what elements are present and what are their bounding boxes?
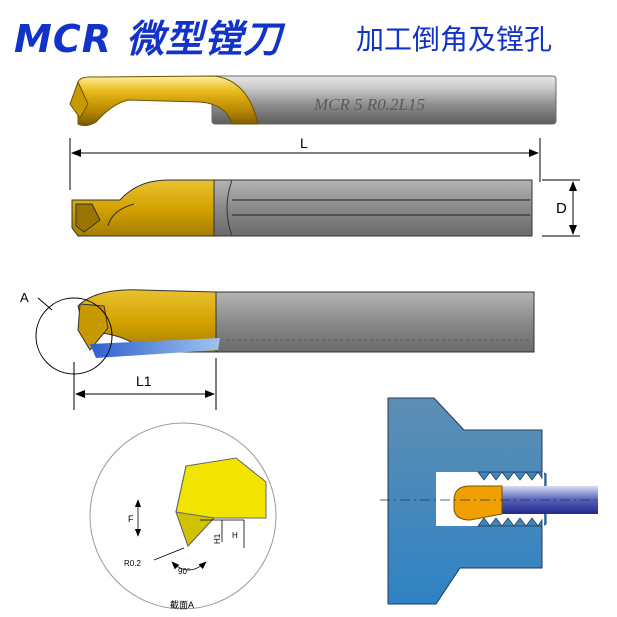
detail-view-outline — [89, 422, 277, 610]
working-view-carbide-head — [77, 289, 217, 353]
h1-label: H1 — [213, 533, 222, 544]
l1-label: L1 — [136, 373, 152, 389]
boring-insert — [453, 485, 503, 521]
detail-marker-label: A — [20, 290, 29, 305]
title-main: MCR 微型镗刀 — [14, 17, 283, 61]
workpiece-section — [380, 397, 600, 605]
l1-dimension: L1 — [73, 358, 217, 410]
title-subtitle: 加工倒角及镗孔 — [356, 23, 553, 56]
diameter-dimension: D — [542, 179, 580, 237]
thread-bottom — [477, 517, 543, 527]
top-tool-engraving: MCR 5 R0.2L15 — [313, 95, 425, 114]
working-view-tool — [77, 289, 535, 358]
side-view-tool — [71, 179, 533, 237]
detail-caption: 截面A — [170, 599, 194, 610]
f-label: F — [128, 514, 134, 524]
detail-view: F H1 H R0.2 90° 截面A — [89, 422, 277, 610]
angle-label: 90° — [178, 567, 190, 576]
side-view-carbide-head — [71, 179, 215, 237]
top-tool-photo: MCR 5 R0.2L15 — [69, 75, 557, 127]
top-tool-carbide-head — [77, 75, 259, 127]
length-dimension: L — [69, 135, 541, 190]
top-tool-tip — [69, 80, 89, 119]
working-view-shank — [215, 291, 535, 353]
chip-swarf — [90, 338, 220, 358]
radius-label: R0.2 — [124, 559, 141, 568]
diameter-label: D — [556, 200, 567, 217]
header: MCR 微型镗刀 加工倒角及镗孔 — [0, 0, 617, 70]
length-label: L — [300, 135, 308, 151]
thread-top — [477, 471, 543, 481]
h-label: H — [232, 531, 238, 540]
side-view-shank — [213, 179, 533, 237]
